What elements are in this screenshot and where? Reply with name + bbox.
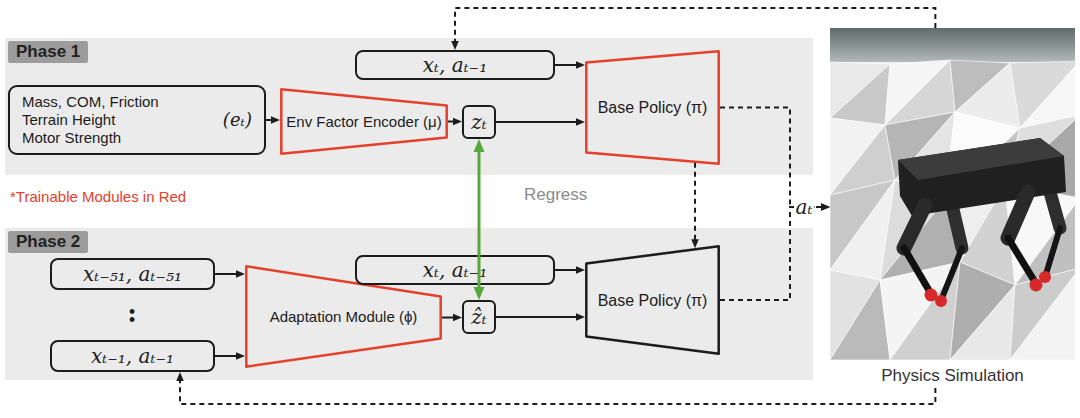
- text-holder: xₜ₋₅₁, aₜ₋₅₁: [83, 262, 182, 286]
- robot-leg: [904, 205, 925, 248]
- env-factor-box: Mass, COM, FrictionTerrain HeightMotor S…: [8, 85, 266, 155]
- text-holder: Mass, COM, FrictionTerrain HeightMotor S…: [22, 93, 252, 147]
- robot-leg: [952, 205, 962, 248]
- regress-arrow: [478, 143, 481, 296]
- text-holder: zₜ: [471, 110, 486, 134]
- module-name: Env Factor Encoder (μ): [286, 113, 441, 131]
- history-box: xₜ₋₅₁, aₜ₋₅₁: [50, 258, 215, 290]
- module-name: Base Policy (π): [598, 291, 708, 310]
- latent-symbol: zₜ: [471, 110, 486, 134]
- policy-trapezoid: Base Policy (π): [585, 50, 720, 165]
- weight-share-connector: [694, 163, 696, 245]
- robot-leg: [1008, 238, 1035, 282]
- text-holder: ẑₜ: [471, 305, 486, 329]
- robot-figure: [898, 138, 1066, 307]
- edge-label: Regress: [524, 185, 587, 205]
- latent-symbol: ẑₜ: [471, 305, 486, 329]
- policy-trapezoid: Base Policy (π): [585, 245, 720, 355]
- encoder-trapezoid: Env Factor Encoder (μ): [280, 88, 448, 155]
- text-holder: Physics Simulation: [830, 366, 1075, 386]
- arrow-connector: [555, 64, 582, 66]
- robot-foot: [1030, 279, 1043, 292]
- robot-body-top: [898, 138, 1064, 180]
- arrow-connector: [266, 119, 277, 121]
- arrow-connector: [215, 355, 242, 357]
- robot-foot: [925, 289, 938, 302]
- env-factor-text: Motor Strength: [22, 129, 159, 147]
- robot-leg: [1008, 192, 1028, 238]
- phase-band: Phase 2xₜ₋₅₁, aₜ₋₅₁ xₜ₋₁, aₜ₋₁ Adaptation …: [5, 228, 813, 380]
- module-name: Adaptation Module (ϕ): [270, 308, 418, 326]
- phase-title: Phase 1: [16, 42, 80, 62]
- ellipsis-mark: :: [127, 298, 137, 329]
- robot-leg: [942, 248, 962, 298]
- simulation-panel: Physics Simulation: [830, 28, 1075, 388]
- arrow-connector: [496, 316, 582, 318]
- terrain-scene: [830, 28, 1075, 360]
- text-holder: Base Policy (π): [598, 98, 708, 117]
- trainable-note: *Trainable Modules in Red: [10, 188, 186, 206]
- feedback-connector: [455, 8, 935, 47]
- action-connector: [720, 108, 827, 208]
- text-holder: Base Policy (π): [598, 291, 708, 310]
- phase-tab: Phase 1: [8, 41, 88, 63]
- terrain-facet: [1010, 268, 1075, 360]
- phase-band: Phase 1 xₜ, aₜ₋₁ Mass, COM, FrictionTerrai…: [5, 38, 813, 175]
- terrain-facet: [1010, 268, 1075, 360]
- robot-leg: [1046, 228, 1060, 274]
- observation-box: xₜ, aₜ₋₁: [355, 255, 555, 285]
- observation-text: xₜ, aₜ₋₁: [423, 258, 487, 282]
- trapezoid-border: [246, 266, 440, 366]
- observation-box: xₜ, aₜ₋₁: [355, 50, 555, 80]
- trapezoid-border: [281, 89, 446, 153]
- latent-box: zₜ: [462, 105, 496, 139]
- action-connector: [720, 207, 827, 300]
- text-holder: Env Factor Encoder (μ): [286, 113, 441, 131]
- arrow-connector: [442, 317, 459, 319]
- terrain-facet: [830, 64, 890, 125]
- text-holder: xₜ, aₜ₋₁: [423, 258, 487, 282]
- history-text: xₜ₋₅₁, aₜ₋₅₁: [83, 262, 182, 286]
- robot-leg: [904, 248, 930, 292]
- text-holder: Adaptation Module (ϕ): [270, 308, 418, 326]
- terrain-facet: [950, 285, 1015, 360]
- text-holder: xₜ₋₁, aₜ₋₁: [91, 344, 174, 368]
- observation-text: xₜ, aₜ₋₁: [423, 53, 487, 77]
- env-factor-text: (eₜ): [223, 109, 252, 131]
- phase-tab: Phase 2: [8, 231, 88, 253]
- arrow-connector: [555, 269, 582, 271]
- simulation-caption: Physics Simulation: [830, 366, 1075, 386]
- terrain-facet: [950, 262, 1015, 360]
- env-factor-text: Mass, COM, Friction: [22, 93, 159, 111]
- text-holder: xₜ, aₜ₋₁: [423, 53, 487, 77]
- trapezoid-border: [586, 246, 718, 353]
- arrow-connector: [496, 121, 582, 123]
- module-name: Base Policy (π): [598, 98, 708, 117]
- phase-title: Phase 2: [16, 232, 80, 252]
- history-text: xₜ₋₁, aₜ₋₁: [91, 344, 174, 368]
- terrain-mesh: [830, 60, 1075, 360]
- terrain-facet: [830, 280, 890, 360]
- arrow-connector: [215, 273, 242, 275]
- feedback-connector: [180, 375, 935, 404]
- history-box: xₜ₋₁, aₜ₋₁: [50, 340, 215, 372]
- arrow-connector: [448, 121, 459, 123]
- action-symbol: aₜ: [794, 195, 815, 219]
- latent-box: ẑₜ: [462, 300, 496, 334]
- trapezoid-border: [586, 51, 718, 163]
- terrain-facet: [1005, 185, 1075, 285]
- adaptation-trapezoid: Adaptation Module (ϕ): [245, 265, 442, 368]
- env-factor-text: Terrain Height: [22, 111, 159, 129]
